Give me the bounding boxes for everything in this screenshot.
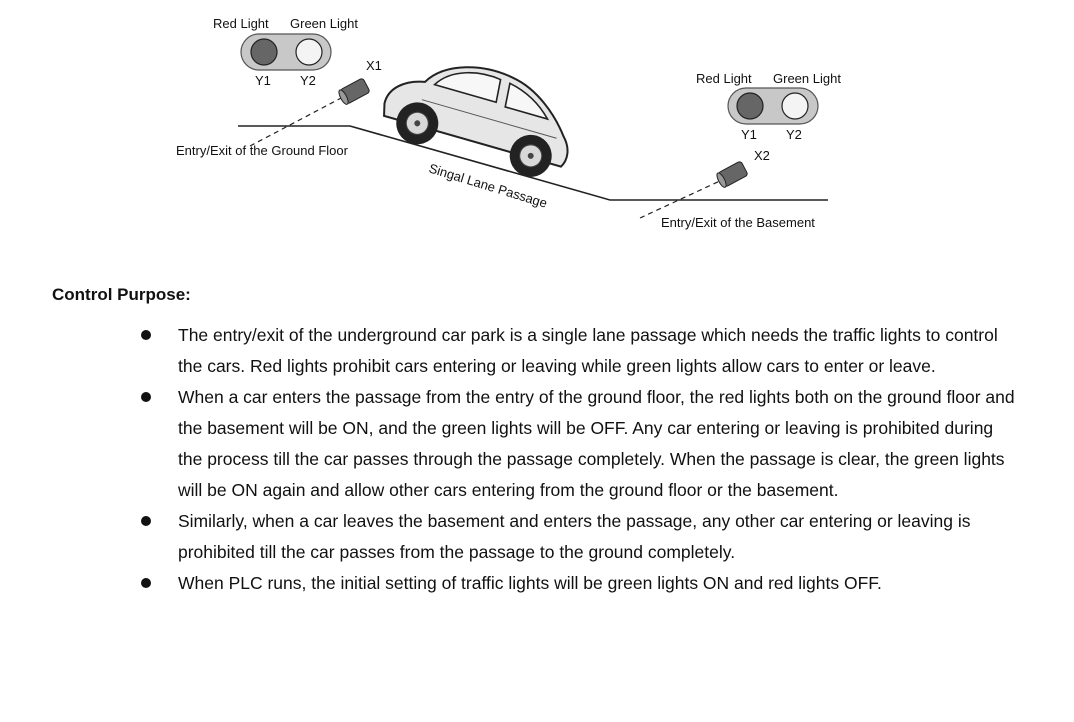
right-y1-label: Y1 [741,127,757,142]
diagram-drawing: Singal Lane Passage [238,33,828,219]
left-y1-label: Y1 [255,73,271,88]
right-traffic-light [727,87,819,125]
right-red-light-icon [736,92,764,120]
left-green-light-icon [295,38,323,66]
road-line [238,125,828,201]
bullet-text: When a car enters the passage from the e… [178,387,1015,500]
sensor-beam-x2 [639,179,723,219]
right-y2-label: Y2 [786,127,802,142]
bullet-icon [141,578,151,588]
right-green-light-icon [781,92,809,120]
control-purpose-list: The entry/exit of the underground car pa… [138,320,1018,599]
bullet-text: The entry/exit of the underground car pa… [178,325,998,376]
bullet-icon [141,516,151,526]
list-item: When a car enters the passage from the e… [138,382,1018,506]
sensor-x1-label: X1 [366,58,382,73]
right-green-light-label: Green Light [773,71,841,86]
list-item: When PLC runs, the initial setting of tr… [138,568,1018,599]
left-red-light-icon [250,38,278,66]
parking-diagram: Singal Lane Passage Red Light Green Ligh… [0,0,1074,260]
bullet-icon [141,330,151,340]
bullet-text: When PLC runs, the initial setting of tr… [178,573,882,593]
sensor-x2-label: X2 [754,148,770,163]
left-green-light-label: Green Light [290,16,358,31]
ground-floor-label: Entry/Exit of the Ground Floor [176,143,348,158]
bullet-text: Similarly, when a car leaves the basemen… [178,511,971,562]
car-icon [383,66,569,177]
right-red-light-label: Red Light [696,71,752,86]
list-item: The entry/exit of the underground car pa… [138,320,1018,382]
left-red-light-label: Red Light [213,16,269,31]
left-y2-label: Y2 [300,73,316,88]
section-heading: Control Purpose: [52,285,191,304]
sensor-x1-icon [338,78,370,105]
list-item: Similarly, when a car leaves the basemen… [138,506,1018,568]
basement-label: Entry/Exit of the Basement [661,215,815,230]
bullet-icon [141,392,151,402]
sensor-x2-icon [716,161,748,188]
left-traffic-light [240,33,332,71]
sensor-beam-x1 [249,95,346,147]
